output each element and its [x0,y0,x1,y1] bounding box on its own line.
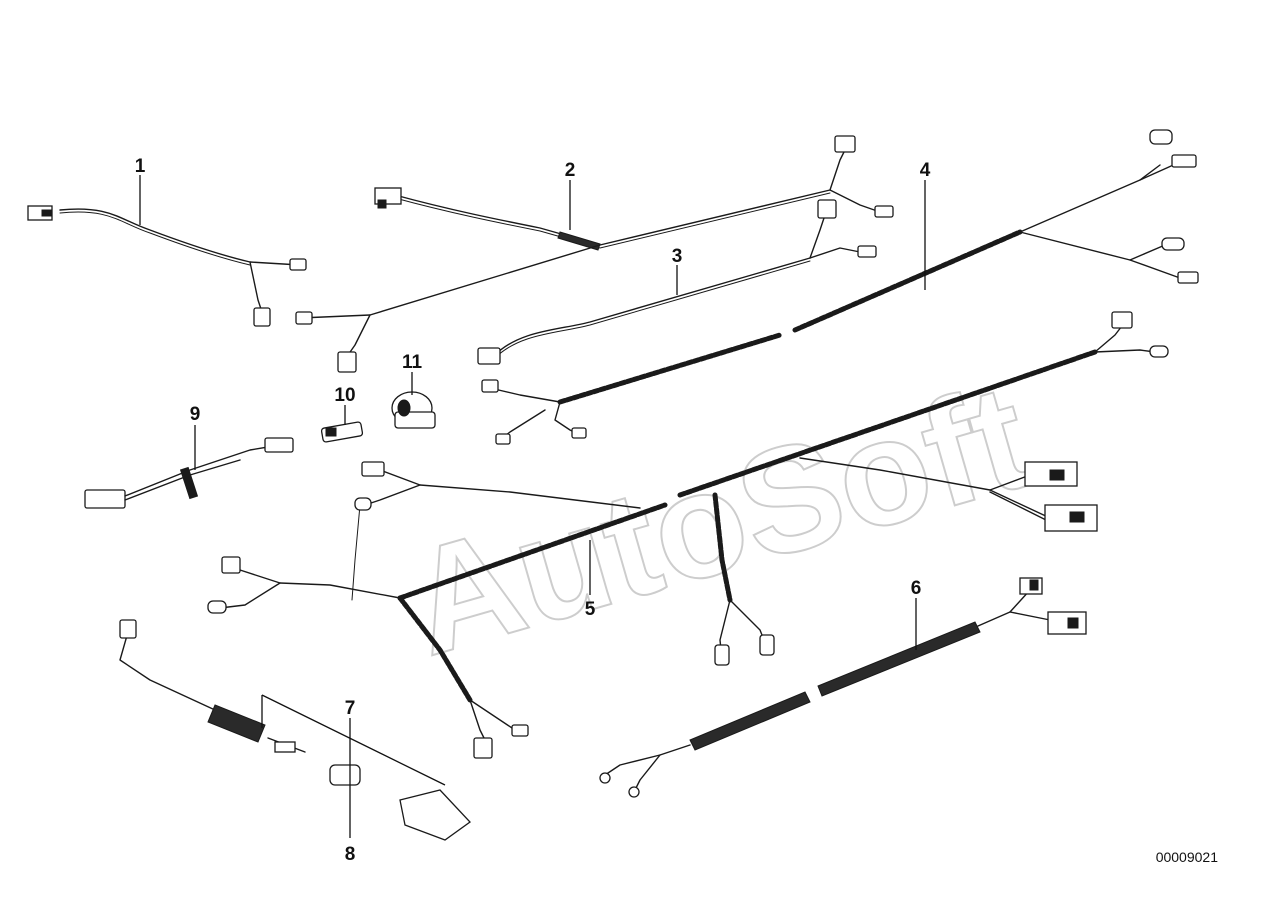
connector-5d [207,600,227,614]
harness-2[interactable] [295,135,894,373]
connector-5b [354,497,372,511]
connector-4b [1171,154,1197,168]
callout-5: 5 [585,599,596,620]
callout-4: 4 [920,160,931,181]
connector-9a [84,489,126,509]
connector-2e [337,351,357,373]
callout-9: 9 [190,404,201,425]
connector-5a [361,461,385,477]
harness-6[interactable] [599,577,1087,798]
connector-5f [511,724,529,737]
harness-1[interactable] [27,205,307,327]
connector-2b [834,135,856,153]
connector-5e [473,737,493,759]
callout-11: 11 [402,352,423,373]
harness-4[interactable] [481,129,1199,445]
connector-7a [119,619,137,639]
connector-5c [221,556,241,574]
connector-4f [495,433,511,445]
callout-10: 10 [334,385,355,406]
connector-2c [874,205,894,218]
connector-1c [253,307,271,327]
ring-terminal-6a [599,772,611,784]
connector-9b [264,437,294,453]
connector-4c [1161,237,1185,251]
housing-7 [399,789,471,841]
callout-3: 3 [672,246,683,267]
spring-7 [274,741,296,753]
harness-4-lower[interactable] [677,311,1169,666]
callout-8: 8 [345,844,356,865]
diagram-part-number: 00009021 [1156,849,1219,865]
connector-4e [481,379,499,393]
socket-assembly-7[interactable] [119,619,471,841]
callout-2: 2 [565,160,576,181]
connector-4g [571,427,587,439]
connector-3c [857,245,877,258]
harness-5[interactable] [207,461,668,759]
connector-3a [477,347,501,365]
connector-3b [817,199,837,219]
bulb-8 [329,764,361,786]
harness-3[interactable] [477,199,877,365]
harness-9[interactable] [84,437,294,509]
plug-10[interactable] [320,421,364,443]
connector-4d [1177,271,1199,284]
connector-4i [1149,345,1169,358]
callout-6: 6 [911,578,922,599]
callout-1: 1 [135,156,146,177]
connector-1b [289,258,307,271]
connector-4h [1111,311,1133,329]
connector-4a [1149,129,1173,145]
connector-4m [759,634,775,656]
connector-2d [295,311,313,325]
ring-terminal-6b [628,786,640,798]
callout-7: 7 [345,698,356,719]
connector-4l [714,644,730,666]
connector-6b [1047,611,1087,635]
socket-11[interactable] [391,391,436,429]
